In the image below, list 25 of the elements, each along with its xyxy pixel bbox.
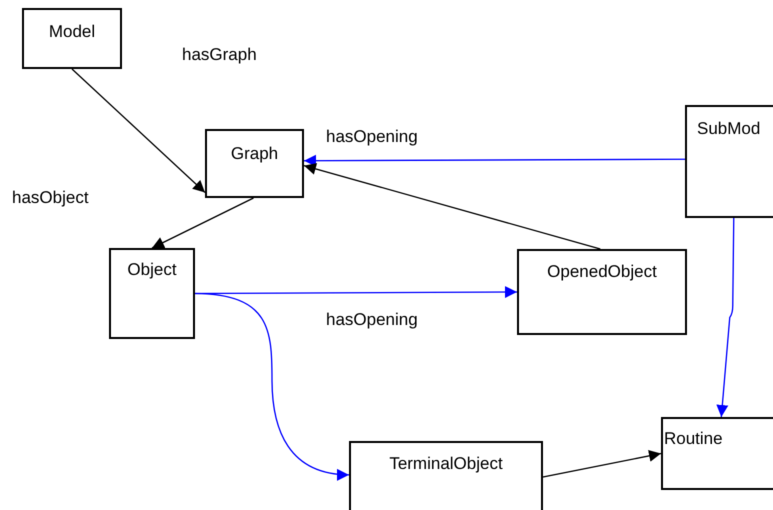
edge-label: hasOpening [326,310,418,330]
class-box [109,248,195,339]
class-box [205,129,304,198]
class-name: Graph [230,144,280,164]
arrow [194,292,350,480]
arrow [152,197,254,249]
class-box [22,8,122,69]
class-name: SubMod [697,119,762,139]
class-name: TerminalObject [388,454,504,474]
class-box [685,105,773,218]
arrow [542,450,662,478]
arrow [72,68,206,193]
class-box [517,249,687,335]
arrow [304,154,685,167]
edge-label: hasOpening [326,127,418,147]
class-box [661,417,773,490]
arrow [716,218,734,418]
class-name: Object [126,260,178,280]
arrow [304,163,600,250]
edge-label: hasGraph [182,45,257,65]
class-name: OpenedObject [546,262,658,282]
class-name: Model [48,22,96,42]
class-box [349,441,543,510]
class-name: Routine [664,429,724,449]
edge-label: hasObject [12,188,89,208]
